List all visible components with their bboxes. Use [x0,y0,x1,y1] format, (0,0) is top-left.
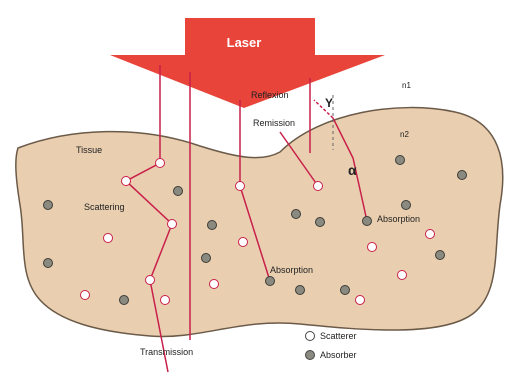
remission-label: Remission [253,118,295,128]
absorption-label-right: Absorption [377,214,420,224]
scatterer-particle [168,220,177,229]
scatterer-particle [156,159,165,168]
absorber-particle [296,286,305,295]
legend-absorber-label: Absorber [320,350,357,360]
absorber-particle [341,286,350,295]
laser-label: Laser [227,35,262,50]
scatterer-particle [398,271,407,280]
incidence-angle-label: Υ [325,96,333,110]
laser-arrow [110,18,385,108]
absorber-particle [44,201,53,210]
scatterer-particle [81,291,90,300]
refraction-angle-label: α [348,162,357,178]
absorber-particle [316,218,325,227]
absorber-particle [44,259,53,268]
scatterer-particle [161,296,170,305]
scatterer-particle [356,296,365,305]
absorber-particle [208,221,217,230]
legend: Scatterer Absorber [306,331,357,360]
absorber-particle [292,210,301,219]
legend-scatterer-label: Scatterer [320,331,357,341]
scatterer-particle [426,230,435,239]
absorber-particle [402,201,411,210]
medium-inner-label: n2 [400,130,409,139]
absorber-particle [363,217,372,226]
tissue-body [16,108,503,337]
scatterer-particle [122,177,131,186]
legend-absorber-swatch [306,351,315,360]
absorber-particle [120,296,129,305]
legend-scatterer-swatch [306,332,315,341]
absorber-particle [458,171,467,180]
absorber-particle [396,156,405,165]
absorber-particle [174,187,183,196]
absorber-particle [266,277,275,286]
scatterer-particle [314,182,323,191]
scatterer-particle [104,234,113,243]
scatterer-particle [210,280,219,289]
absorber-particle [436,251,445,260]
absorption-label-center: Absorption [270,265,313,275]
absorber-particle [202,254,211,263]
scatterer-particle [368,243,377,252]
scattering-label: Scattering [84,202,125,212]
medium-outer-label: n1 [402,81,411,90]
scatterer-particle [239,238,248,247]
tissue-label: Tissue [76,145,102,155]
reflexion-label: Reflexion [251,90,289,100]
transmission-label: Transmission [140,347,193,357]
scatterer-particle [236,182,245,191]
scatterer-particle [146,276,155,285]
